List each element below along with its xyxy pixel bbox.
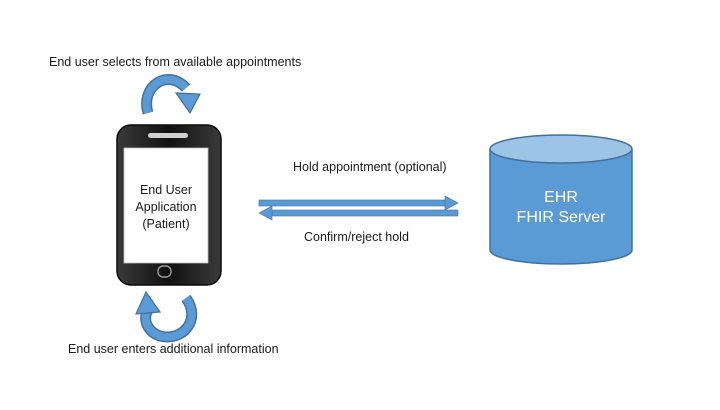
phone-label-line3: (Patient) xyxy=(142,217,190,231)
phone-screen xyxy=(123,147,209,264)
bottom-caption: End user enters additional information xyxy=(68,342,279,356)
phone-device xyxy=(116,124,222,286)
request-arrow-label: Hold appointment (optional) xyxy=(293,160,447,174)
response-arrow-icon xyxy=(258,205,459,221)
phone-app-label: End User Application (Patient) xyxy=(124,182,208,233)
server-label-line1: EHR xyxy=(544,189,578,206)
server-cylinder-icon xyxy=(489,134,633,265)
top-cycle-arrow-icon xyxy=(141,74,201,115)
bottom-cycle-arrow-icon xyxy=(135,290,198,343)
server-label: EHR FHIR Server xyxy=(490,188,632,228)
server-label-line2: FHIR Server xyxy=(516,209,606,226)
phone-speaker-icon xyxy=(148,133,188,138)
phone-home-button-icon xyxy=(157,265,172,278)
top-caption: End user selects from available appointm… xyxy=(49,55,302,69)
response-arrow-label: Confirm/reject hold xyxy=(304,230,409,244)
phone-label-line1: End User xyxy=(139,183,193,197)
phone-label-line2: Application xyxy=(135,200,197,214)
request-arrow-icon xyxy=(258,195,459,211)
